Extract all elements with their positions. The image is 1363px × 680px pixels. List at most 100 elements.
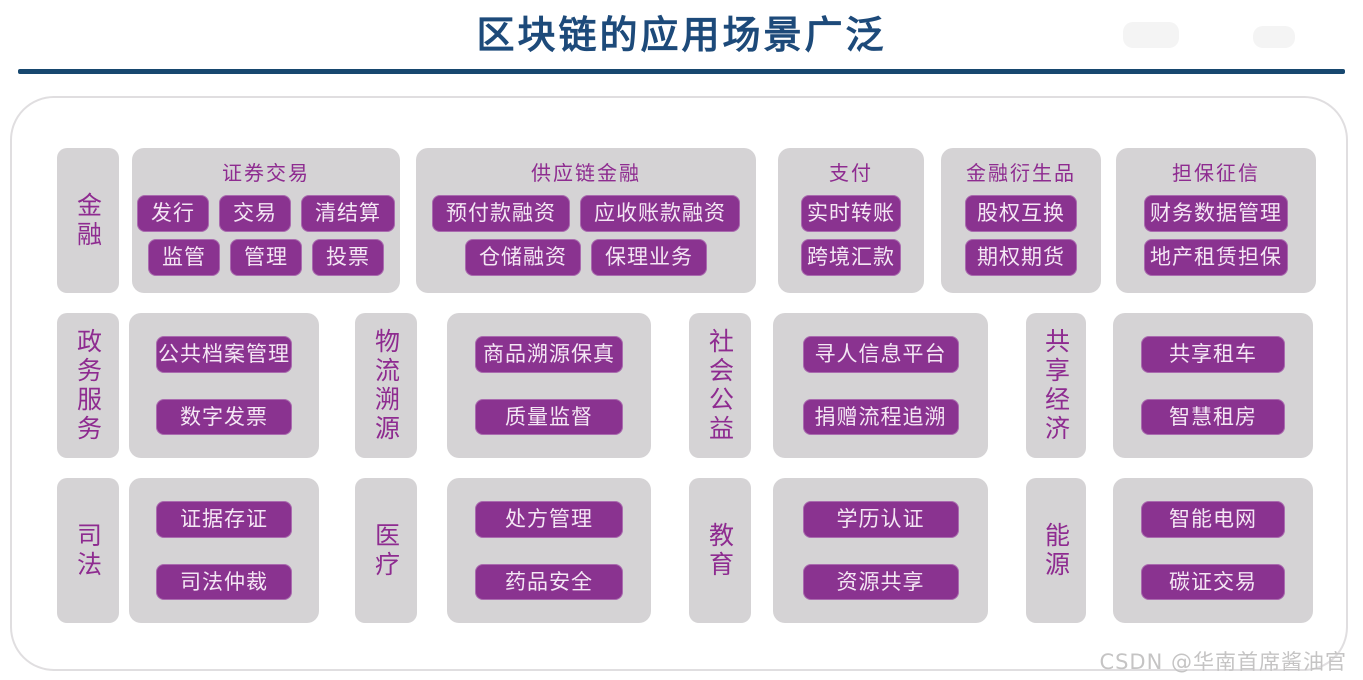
application-tag: 共享租车 — [1141, 336, 1285, 373]
tag-zone: 学历认证资源共享 — [773, 478, 988, 623]
application-tag: 期权期货 — [965, 239, 1077, 276]
tag-row: 共享租车 — [1123, 336, 1303, 373]
category-card: 金融 — [57, 148, 119, 293]
title-divider-rule — [18, 69, 1345, 74]
application-tag: 仓储融资 — [465, 239, 581, 276]
application-tag: 监管 — [148, 239, 220, 276]
group-card: 证券交易发行交易清结算监管管理投票 — [132, 148, 400, 293]
application-tag: 清结算 — [301, 195, 395, 232]
tag-row: 资源共享 — [783, 563, 978, 600]
application-tag: 智能电网 — [1141, 501, 1285, 538]
group-title: 担保征信 — [1172, 161, 1260, 185]
diagram-row: 政务服务公共档案管理数字发票物流溯源商品溯源保真质量监督社会公益寻人信息平台捐赠… — [57, 313, 1326, 458]
category-label: 司法 — [73, 521, 103, 580]
tag-row: 司法仲裁 — [139, 563, 309, 600]
diagram-row: 金融证券交易发行交易清结算监管管理投票供应链金融预付款融资应收账款融资仓储融资保… — [57, 148, 1326, 293]
tag-zone: 财务数据管理地产租赁担保 — [1116, 186, 1316, 293]
application-tag: 地产租赁担保 — [1144, 239, 1288, 276]
application-tag: 资源共享 — [802, 563, 959, 600]
application-tag: 实时转账 — [800, 195, 902, 232]
application-tag: 处方管理 — [475, 501, 623, 538]
tag-row: 财务数据管理 — [1126, 195, 1306, 232]
category-label: 政务服务 — [73, 327, 103, 444]
page-title: 区块链的应用场景广泛 — [476, 13, 887, 57]
board: 金融证券交易发行交易清结算监管管理投票供应链金融预付款融资应收账款融资仓储融资保… — [10, 96, 1348, 671]
group-card: 支付实时转账跨境汇款 — [778, 148, 924, 293]
group-title: 金融衍生品 — [966, 161, 1076, 185]
tag-row: 跨境汇款 — [788, 239, 914, 276]
category-label: 金融 — [73, 191, 103, 250]
tag-zone: 公共档案管理数字发票 — [129, 313, 319, 458]
tag-row: 学历认证 — [783, 501, 978, 538]
category-card: 司法 — [57, 478, 119, 623]
tag-row: 证据存证 — [139, 501, 309, 538]
tag-zone: 实时转账跨境汇款 — [778, 186, 924, 293]
tag-zone: 智能电网碳证交易 — [1113, 478, 1313, 623]
application-tag: 药品安全 — [475, 563, 623, 600]
category-card: 物流溯源 — [355, 313, 417, 458]
tag-zone: 预付款融资应收账款融资仓储融资保理业务 — [416, 186, 756, 293]
category-label: 教育 — [705, 521, 735, 580]
application-tag: 捐赠流程追溯 — [802, 398, 959, 435]
application-tag: 管理 — [230, 239, 302, 276]
application-tag: 发行 — [137, 195, 209, 232]
tag-row: 地产租赁担保 — [1126, 239, 1306, 276]
tag-zone: 寻人信息平台捐赠流程追溯 — [773, 313, 988, 458]
tag-zone: 处方管理药品安全 — [447, 478, 651, 623]
tag-row: 药品安全 — [457, 563, 641, 600]
application-tag: 商品溯源保真 — [475, 336, 623, 373]
csdn-watermark: CSDN @华南首席酱油官 — [1099, 650, 1347, 674]
tag-row: 预付款融资应收账款融资 — [426, 195, 746, 232]
group-card: 供应链金融预付款融资应收账款融资仓储融资保理业务 — [416, 148, 756, 293]
application-tag: 公共档案管理 — [156, 336, 292, 373]
group-card: 公共档案管理数字发票 — [129, 313, 319, 458]
application-tag: 证据存证 — [156, 501, 292, 538]
category-card: 医疗 — [355, 478, 417, 623]
group-card: 共享租车智慧租房 — [1113, 313, 1313, 458]
application-tag: 应收账款融资 — [580, 195, 740, 232]
tag-zone: 商品溯源保真质量监督 — [447, 313, 651, 458]
application-tag: 智慧租房 — [1141, 398, 1285, 435]
tag-row: 发行交易清结算 — [137, 195, 395, 232]
group-card: 商品溯源保真质量监督 — [447, 313, 651, 458]
tag-row: 监管管理投票 — [142, 239, 390, 276]
application-tag: 交易 — [219, 195, 291, 232]
application-tag: 学历认证 — [802, 501, 959, 538]
tag-row: 智慧租房 — [1123, 398, 1303, 435]
tag-row: 碳证交易 — [1123, 563, 1303, 600]
faint-watermark-mark — [1253, 26, 1295, 48]
category-label: 社会公益 — [705, 327, 735, 444]
group-title: 支付 — [829, 161, 873, 185]
tag-zone: 共享租车智慧租房 — [1113, 313, 1313, 458]
tag-row: 股权互换 — [951, 195, 1091, 232]
application-tag: 数字发票 — [156, 398, 292, 435]
application-tag: 跨境汇款 — [800, 239, 902, 276]
tag-row: 数字发票 — [139, 398, 309, 435]
tag-zone: 证据存证司法仲裁 — [129, 478, 319, 623]
tag-row: 仓储融资保理业务 — [426, 239, 746, 276]
tag-row: 商品溯源保真 — [457, 336, 641, 373]
application-tag: 碳证交易 — [1141, 563, 1285, 600]
faint-watermark-mark — [1123, 22, 1179, 48]
group-card: 智能电网碳证交易 — [1113, 478, 1313, 623]
category-label: 共享经济 — [1041, 327, 1071, 444]
application-tag: 司法仲裁 — [156, 563, 292, 600]
category-label: 能源 — [1041, 521, 1071, 580]
group-card: 处方管理药品安全 — [447, 478, 651, 623]
tag-row: 质量监督 — [457, 398, 641, 435]
category-label: 医疗 — [371, 521, 401, 580]
category-card: 社会公益 — [689, 313, 751, 458]
tag-row: 捐赠流程追溯 — [783, 398, 978, 435]
application-tag: 保理业务 — [591, 239, 707, 276]
group-card: 金融衍生品股权互换期权期货 — [941, 148, 1101, 293]
tag-row: 期权期货 — [951, 239, 1091, 276]
application-tag: 质量监督 — [475, 398, 623, 435]
tag-row: 智能电网 — [1123, 501, 1303, 538]
tag-zone: 发行交易清结算监管管理投票 — [132, 186, 400, 293]
tag-row: 公共档案管理 — [139, 336, 309, 373]
category-card: 教育 — [689, 478, 751, 623]
group-title: 供应链金融 — [531, 161, 641, 185]
application-tag: 财务数据管理 — [1144, 195, 1288, 232]
category-card: 能源 — [1026, 478, 1086, 623]
group-card: 寻人信息平台捐赠流程追溯 — [773, 313, 988, 458]
